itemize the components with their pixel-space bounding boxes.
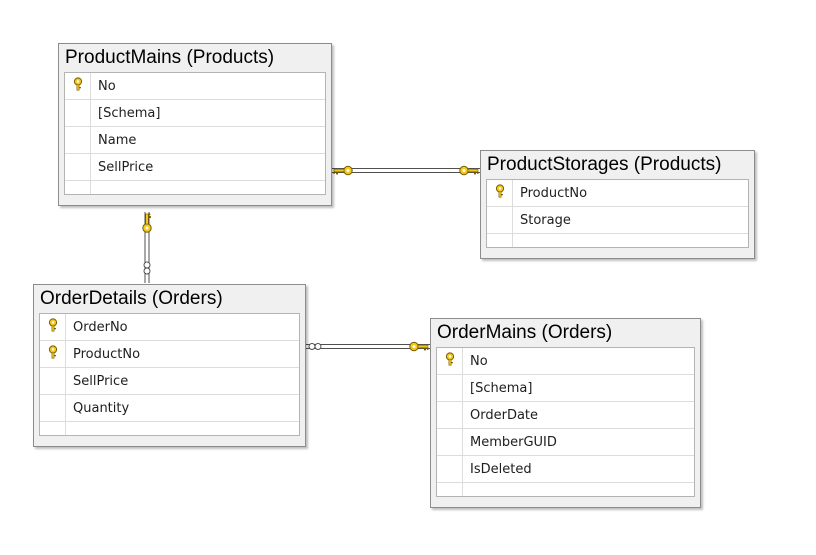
column-row[interactable]: Quantity: [40, 395, 299, 422]
table-title[interactable]: OrderDetails (Orders): [40, 288, 223, 309]
column-name: No: [98, 78, 116, 94]
column-name: IsDeleted: [470, 461, 532, 477]
relationship-productmains-productstorages[interactable]: [332, 165, 480, 176]
column-name: No: [470, 353, 488, 369]
column-name: [Schema]: [98, 105, 161, 121]
key-icon: [71, 77, 85, 95]
new-column-row[interactable]: [65, 181, 325, 195]
column-grid: No [Schema] OrderDate MemberGUID IsDelet…: [436, 347, 695, 497]
column-row[interactable]: SellPrice: [40, 368, 299, 395]
row-selector: [65, 100, 91, 126]
row-selector: [437, 456, 463, 482]
row-selector: [65, 127, 91, 153]
row-selector: [40, 422, 66, 435]
table-title[interactable]: ProductMains (Products): [65, 47, 275, 68]
key-end-icon: [459, 165, 479, 176]
table-productstorages[interactable]: ProductStorages (Products) ProductNo Sto…: [480, 150, 755, 259]
row-selector: [437, 483, 463, 496]
row-selector: [437, 402, 463, 428]
table-footer: [59, 195, 331, 205]
key-icon: [493, 184, 507, 202]
new-column-row[interactable]: [40, 422, 299, 436]
column-row[interactable]: ProductNo: [487, 180, 748, 207]
table-ordermains[interactable]: OrderMains (Orders) No [Schema] OrderDat…: [430, 318, 701, 508]
new-column-row[interactable]: [437, 483, 694, 497]
row-selector: [65, 73, 91, 99]
table-productmains[interactable]: ProductMains (Products) No [Schema] Name…: [58, 43, 332, 206]
row-selector: [487, 207, 513, 233]
column-row[interactable]: No: [437, 348, 694, 375]
relationship-orderdetails-ordermains[interactable]: [306, 341, 430, 352]
column-row[interactable]: MemberGUID: [437, 429, 694, 456]
column-row[interactable]: No: [65, 73, 325, 100]
infinity-end-icon: [308, 343, 322, 350]
column-name: ProductNo: [520, 185, 588, 201]
column-name: Quantity: [73, 400, 130, 416]
column-row[interactable]: [Schema]: [437, 375, 694, 402]
column-row[interactable]: Storage: [487, 207, 748, 234]
column-row[interactable]: SellPrice: [65, 154, 325, 181]
column-row[interactable]: OrderNo: [40, 314, 299, 341]
infinity-end-icon: [143, 261, 151, 275]
row-selector: [437, 429, 463, 455]
column-grid: No [Schema] Name SellPrice: [64, 72, 326, 195]
row-selector: [65, 181, 91, 194]
row-selector: [65, 154, 91, 180]
table-title[interactable]: ProductStorages (Products): [487, 154, 722, 175]
row-selector: [40, 368, 66, 394]
column-name: ProductNo: [73, 346, 141, 362]
column-row[interactable]: IsDeleted: [437, 456, 694, 483]
row-selector: [40, 395, 66, 421]
row-selector: [40, 341, 66, 367]
column-row[interactable]: Name: [65, 127, 325, 154]
row-selector: [487, 180, 513, 206]
key-end-icon: [142, 213, 152, 233]
table-orderdetails[interactable]: OrderDetails (Orders) OrderNo ProductNo …: [33, 284, 306, 447]
key-icon: [46, 345, 60, 363]
column-name: MemberGUID: [470, 434, 557, 450]
key-end-icon: [409, 341, 429, 352]
column-grid: ProductNo Storage: [486, 179, 749, 248]
key-icon: [443, 352, 457, 370]
column-name: Storage: [520, 212, 571, 228]
table-footer: [431, 497, 700, 507]
column-row[interactable]: OrderDate: [437, 402, 694, 429]
column-name: OrderNo: [73, 319, 128, 335]
column-name: Name: [98, 132, 137, 148]
column-name: SellPrice: [98, 159, 154, 175]
column-name: OrderDate: [470, 407, 539, 423]
column-row[interactable]: [Schema]: [65, 100, 325, 127]
relationship-productmains-orderdetails[interactable]: [142, 212, 152, 283]
column-name: SellPrice: [73, 373, 129, 389]
column-grid: OrderNo ProductNo SellPrice Quantity: [39, 313, 300, 436]
new-column-row[interactable]: [487, 234, 748, 248]
column-row[interactable]: ProductNo: [40, 341, 299, 368]
key-icon: [46, 318, 60, 336]
table-footer: [481, 248, 754, 258]
table-title[interactable]: OrderMains (Orders): [437, 322, 613, 343]
table-footer: [34, 436, 305, 446]
row-selector: [437, 375, 463, 401]
row-selector: [437, 348, 463, 374]
column-name: [Schema]: [470, 380, 533, 396]
row-selector: [40, 314, 66, 340]
row-selector: [487, 234, 513, 247]
key-end-icon: [333, 165, 353, 176]
